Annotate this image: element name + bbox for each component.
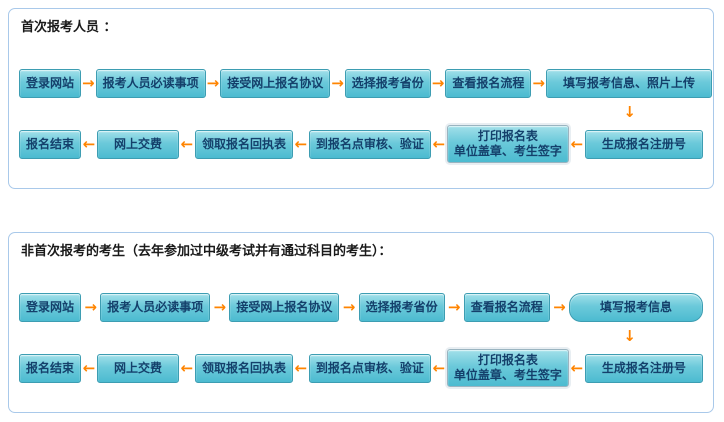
flow-step: 到报名点审核、验证 [308, 129, 431, 159]
flow-step: 填写报考信息 [568, 293, 703, 322]
arrow-left-icon: ← [180, 134, 194, 153]
arrow-left-icon: ← [180, 358, 194, 377]
forward-flow-row: 登录网站→报考人员必读事项→接受网上报名协议→选择报考省份→查看报名流程→填写报… [19, 69, 712, 98]
repeat-applicants-panel: 非首次报考的考生（去年参加过中级考试并有通过科目的考生）： 登录网站→报考人员必… [8, 232, 714, 413]
flow-step: 报名结束 [19, 353, 82, 383]
flow-step: 生成报名注册号 [584, 353, 703, 383]
arrow-right-icon: → [213, 298, 227, 316]
panel-title: 非首次报考的考生（去年参加过中级考试并有通过科目的考生）： [21, 244, 392, 259]
arrow-left-icon: ← [432, 134, 446, 153]
arrow-left-icon: ← [570, 134, 584, 153]
down-arrow-row: ↓ [19, 325, 703, 347]
return-flow-row: 报名结束←网上交费←领取报名回执表←到报名点审核、验证←打印报名表 单位盖章、考… [19, 349, 703, 387]
arrow-right-icon: → [206, 74, 220, 92]
arrow-left-icon: ← [570, 358, 584, 377]
down-arrow-row: ↓ [19, 101, 703, 123]
arrow-down-icon: ↓ [623, 326, 636, 345]
flow-step: 报考人员必读事项 [100, 293, 211, 322]
arrow-right-icon: → [447, 298, 461, 316]
flow-step: 网上交费 [96, 353, 179, 383]
arrow-right-icon: → [553, 298, 566, 316]
arrow-right-icon: → [84, 298, 97, 316]
flow-step: 打印报名表 单位盖章、考生签字 [446, 349, 569, 387]
flow-step: 报考人员必读事项 [95, 69, 206, 98]
panel-title: 首次报考人员 ： [21, 20, 117, 35]
flow-step: 报名结束 [19, 129, 82, 159]
arrow-down-icon: ↓ [623, 102, 636, 121]
flow-step: 选择报考省份 [344, 69, 431, 98]
arrow-left-icon: ← [294, 134, 308, 153]
flow-step: 领取报名回执表 [194, 353, 293, 383]
flow-step: 查看报名流程 [463, 293, 550, 322]
flow-step: 打印报名表 单位盖章、考生签字 [446, 125, 569, 163]
flow-step: 查看报名流程 [445, 69, 532, 98]
arrow-left-icon: ← [294, 358, 308, 377]
arrow-right-icon: → [331, 74, 344, 92]
arrow-left-icon: ← [82, 358, 96, 377]
arrow-right-icon: → [532, 74, 545, 92]
flow-step: 登录网站 [19, 293, 82, 322]
arrow-right-icon: → [431, 74, 445, 92]
arrow-left-icon: ← [82, 134, 96, 153]
flow-step: 选择报考省份 [358, 293, 445, 322]
flow-step: 填写报考信息、照片上传 [545, 69, 712, 98]
arrow-right-icon: → [342, 298, 356, 316]
forward-flow-row: 登录网站→报考人员必读事项→接受网上报名协议→选择报考省份→查看报名流程→填写报… [19, 293, 703, 322]
return-flow-row: 报名结束←网上交费←领取报名回执表←到报名点审核、验证←打印报名表 单位盖章、考… [19, 125, 703, 163]
flow-step: 生成报名注册号 [584, 129, 703, 159]
flow-step: 到报名点审核、验证 [308, 353, 431, 383]
arrow-left-icon: ← [432, 358, 446, 377]
flow-step: 接受网上报名协议 [229, 293, 340, 322]
flow-step: 领取报名回执表 [194, 129, 293, 159]
flow-step: 接受网上报名协议 [220, 69, 331, 98]
flow-step: 登录网站 [19, 69, 82, 98]
flow-step: 网上交费 [96, 129, 179, 159]
first-time-applicants-panel: 首次报考人员 ： 登录网站→报考人员必读事项→接受网上报名协议→选择报考省份→查… [8, 8, 714, 189]
arrow-right-icon: → [82, 74, 95, 92]
